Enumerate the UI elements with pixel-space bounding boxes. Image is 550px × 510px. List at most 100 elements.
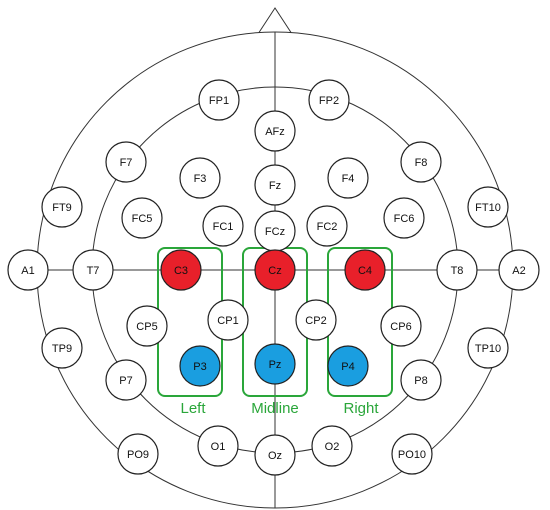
electrode-label: F7 — [120, 157, 133, 169]
electrode-fc1: FC1 — [202, 205, 244, 247]
electrode-label: PO10 — [398, 449, 426, 461]
electrode-circle — [311, 425, 353, 467]
electrode-pz: Pz — [254, 343, 296, 385]
electrode-circle — [344, 249, 386, 291]
electrode-circle — [121, 197, 163, 239]
electrode-label: F8 — [415, 157, 428, 169]
electrode-label: CP1 — [217, 315, 238, 327]
electrode-circle — [400, 359, 442, 401]
electrode-fp2: FP2 — [308, 79, 350, 121]
group-label-right: Right — [343, 400, 379, 417]
electrode-fc5: FC5 — [121, 197, 163, 239]
electrode-ft10: FT10 — [467, 186, 509, 228]
electrode-po9: PO9 — [117, 433, 159, 475]
electrode-label: FCz — [265, 226, 285, 238]
electrode-label: Pz — [269, 359, 282, 371]
electrode-circle — [179, 157, 221, 199]
electrode-fp1: FP1 — [198, 79, 240, 121]
electrode-circle — [254, 110, 296, 152]
electrode-po10: PO10 — [391, 433, 433, 475]
electrode-circle — [391, 433, 433, 475]
electrode-p8: P8 — [400, 359, 442, 401]
electrode-circle — [295, 299, 337, 341]
electrode-p4: P4 — [327, 345, 369, 387]
electrode-a2: A2 — [498, 249, 540, 291]
electrode-label: FC1 — [213, 221, 234, 233]
electrode-oz: Oz — [254, 434, 296, 476]
electrode-t7: T7 — [72, 249, 114, 291]
electrode-circle — [179, 345, 221, 387]
electrode-circle — [380, 305, 422, 347]
electrode-afz: AFz — [254, 110, 296, 152]
electrode-label: Fz — [269, 180, 281, 192]
electrode-fc6: FC6 — [383, 197, 425, 239]
electrode-cp6: CP6 — [380, 305, 422, 347]
electrode-label: F3 — [194, 173, 207, 185]
electrode-label: P3 — [193, 361, 206, 373]
electrode-label: F4 — [342, 173, 355, 185]
electrode-f4: F4 — [327, 157, 369, 199]
group-label-left: Left — [180, 400, 206, 417]
electrode-label: Cz — [268, 265, 281, 277]
electrode-circle — [126, 305, 168, 347]
electrode-label: T8 — [451, 265, 464, 277]
electrode-p7: P7 — [105, 359, 147, 401]
electrode-circle — [207, 299, 249, 341]
electrode-label: FC6 — [394, 213, 415, 225]
electrode-label: Oz — [268, 450, 282, 462]
electrode-circle — [105, 359, 147, 401]
electrode-circle — [197, 425, 239, 467]
nose-marker — [257, 7, 293, 35]
electrode-circle — [7, 249, 49, 291]
electrode-cp2: CP2 — [295, 299, 337, 341]
electrode-label: CP2 — [305, 315, 326, 327]
electrode-label: FC5 — [132, 213, 153, 225]
group-label-midline: Midline — [251, 400, 299, 417]
electrode-tp10: TP10 — [467, 327, 509, 369]
electrode-circle — [254, 249, 296, 291]
electrode-label: FP2 — [319, 95, 339, 107]
electrode-label: C3 — [174, 265, 188, 277]
electrode-label: FP1 — [209, 95, 229, 107]
electrode-label: A2 — [512, 265, 525, 277]
electrode-circle — [254, 164, 296, 206]
electrode-label: O1 — [211, 441, 226, 453]
electrode-circle — [467, 186, 509, 228]
electrode-label: C4 — [358, 265, 372, 277]
electrode-label: TP9 — [52, 343, 72, 355]
electrode-circle — [400, 141, 442, 183]
electrode-label: CP6 — [390, 321, 411, 333]
electrode-circle — [41, 186, 83, 228]
electrode-cp5: CP5 — [126, 305, 168, 347]
electrode-o2: O2 — [311, 425, 353, 467]
electrode-circle — [202, 205, 244, 247]
group-labels: Left Midline Right — [180, 400, 379, 417]
electrode-circle — [41, 327, 83, 369]
electrode-ft9: FT9 — [41, 186, 83, 228]
electrode-circle — [383, 197, 425, 239]
electrode-label: AFz — [265, 126, 285, 138]
electrode-circle — [467, 327, 509, 369]
electrode-label: PO9 — [127, 449, 149, 461]
electrode-label: TP10 — [475, 343, 501, 355]
electrode-label: A1 — [21, 265, 34, 277]
electrode-fc2: FC2 — [306, 205, 348, 247]
electrode-t8: T8 — [436, 249, 478, 291]
electrode-tp9: TP9 — [41, 327, 83, 369]
electrode-label: O2 — [325, 441, 340, 453]
electrode-circle — [327, 157, 369, 199]
electrode-circle — [306, 205, 348, 247]
electrode-label: T7 — [87, 265, 100, 277]
electrode-c4: C4 — [344, 249, 386, 291]
electrode-f7: F7 — [105, 141, 147, 183]
electrode-a1: A1 — [7, 249, 49, 291]
electrode-cp1: CP1 — [207, 299, 249, 341]
electrode-f8: F8 — [400, 141, 442, 183]
electrode-p3: P3 — [179, 345, 221, 387]
electrode-circle — [254, 434, 296, 476]
electrode-fcz: FCz — [254, 210, 296, 252]
electrode-label: CP5 — [136, 321, 157, 333]
electrode-circle — [198, 79, 240, 121]
